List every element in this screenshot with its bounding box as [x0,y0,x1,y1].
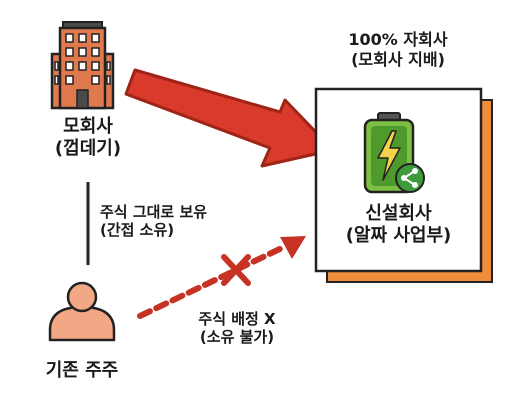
shareholder-name: 기존 주주 [45,360,119,381]
subsidiary-header: 100% 자회사 (모회사 지배) [318,30,478,69]
ownership-label: 주식 그대로 보유 (간접 소유) [100,203,207,240]
ownership-line2: (간접 소유) [100,221,175,240]
no-allocation-line2: (소유 불가) [199,328,275,347]
no-allocation-line1: 주식 배정 X [198,310,276,328]
subsidiary-label: 신설회사 (알짜 사업부) [316,203,481,247]
share-network-icon [395,163,425,193]
subsidiary-name: 신설회사 [365,203,432,224]
no-allocation-label: 주식 배정 X (소유 불가) [172,310,302,347]
parent-name: 모회사 [63,116,113,137]
dashed-arrow [137,236,306,319]
red-x-icon [221,254,251,286]
ownership-line1: 주식 그대로 보유 [100,203,208,221]
person-icon [48,281,116,342]
shareholder-label: 기존 주주 [10,360,154,382]
subsidiary-header-line1: 100% 자회사 [348,30,448,49]
subsidiary-header-line2: (모회사 지배) [351,49,445,69]
subsidiary-note: (알짜 사업부) [345,224,452,246]
parent-label: 모회사 (껍데기) [10,116,166,160]
office-building-icon [50,21,115,110]
control-arrow [124,68,335,168]
parent-note: (껍데기) [54,137,122,159]
